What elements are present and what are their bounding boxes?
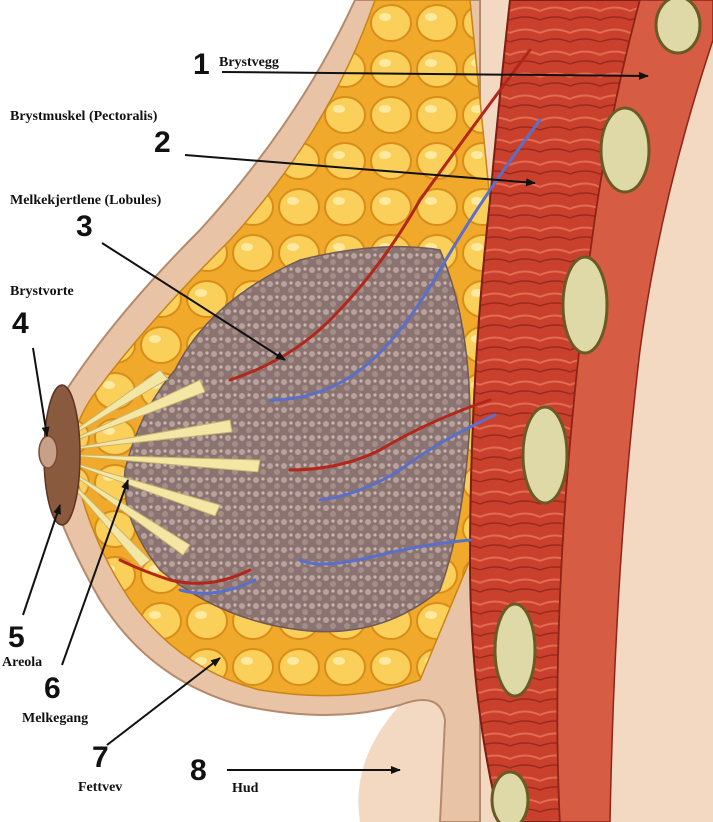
label-6-number: 6	[44, 672, 61, 705]
label-8-number: 8	[190, 754, 207, 787]
label-3-number: 3	[76, 210, 93, 243]
label-4-number: 4	[12, 307, 29, 340]
lobules	[123, 245, 471, 633]
nipple	[38, 435, 58, 469]
label-2-number: 2	[154, 126, 171, 159]
label-8-text: Hud	[232, 781, 259, 796]
label-1-text: Brystvegg	[219, 55, 279, 70]
label-7-number: 7	[92, 741, 109, 774]
label-5-number: 5	[8, 621, 25, 654]
label-3-text: Melkekjertlene (Lobules)	[10, 193, 162, 208]
label-1: 1 Brystvegg	[193, 48, 279, 81]
label-2-text: Brystmuskel (Pectoralis)	[10, 109, 158, 124]
label-7: 7 Fettvev	[78, 741, 122, 795]
label-1-number: 1	[193, 48, 210, 81]
label-6-text: Melkegang	[22, 711, 88, 726]
label-7-text: Fettvev	[78, 780, 122, 795]
label-4: 4 Brystvorte	[10, 284, 74, 340]
label-2: 2 Brystmuskel (Pectoralis)	[10, 109, 171, 159]
label-5: 5 Areola	[2, 621, 42, 670]
label-6: 6 Melkegang	[22, 672, 88, 726]
label-4-text: Brystvorte	[10, 284, 74, 299]
ribs	[490, 0, 702, 822]
leader-arrows	[22, 71, 649, 774]
blood-vessels	[118, 48, 542, 595]
label-8: 8 Hud	[190, 754, 259, 796]
label-3: 3 Melkekjertlene (Lobules)	[10, 193, 162, 243]
label-5-text: Areola	[2, 655, 42, 670]
